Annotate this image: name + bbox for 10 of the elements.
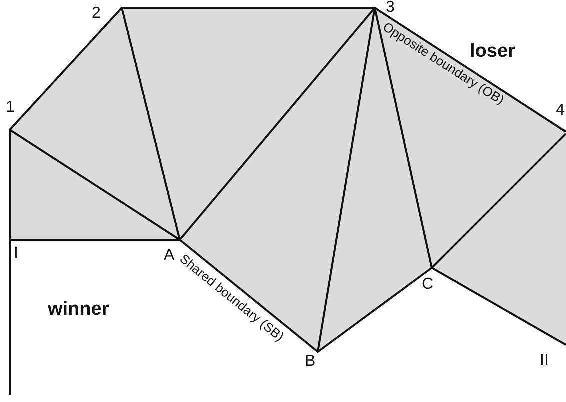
vertex-label: 3 [386,0,395,16]
vertex-label: I [14,246,18,262]
vertex-label: C [422,277,434,293]
vertex-label: 4 [556,103,565,119]
region-label: winner [48,300,110,319]
vertex-label: A [164,248,175,264]
vertex-label: 1 [6,100,15,116]
vertex-label: B [305,354,316,370]
vertex-label: II [540,353,549,369]
vertex-label: 2 [92,6,101,22]
